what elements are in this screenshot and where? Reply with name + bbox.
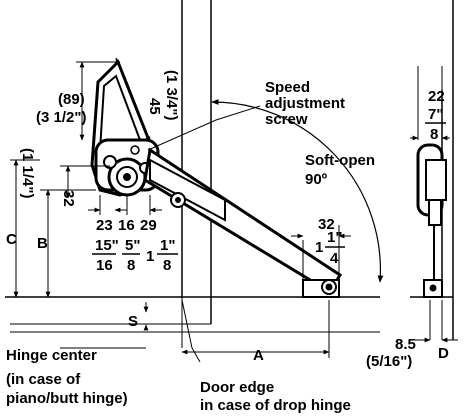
frac-7-8-den: 8: [430, 126, 438, 143]
dim-s: S: [128, 313, 138, 330]
frac-7-8-num: 7": [428, 106, 443, 123]
leader-lines: [60, 105, 261, 363]
dim-16: 16: [118, 217, 135, 234]
hinge-center-label: Hinge center (in case of piano/butt hing…: [6, 347, 128, 407]
dim-29: 29: [140, 217, 157, 234]
dim-a: A: [253, 347, 264, 364]
speed-label-line2: adjustment: [265, 95, 345, 112]
door-edge-label: Door edge in case of drop hinge: [200, 379, 351, 414]
hinge-center-line1: Hinge center: [6, 347, 97, 364]
door-edge-line1: Door edge: [200, 379, 274, 396]
speed-label-line3: screw: [265, 111, 308, 128]
dim-85: 8.5: [395, 336, 416, 353]
dim-b: B: [37, 235, 48, 252]
dimension-labels: C B A S D (89) (3 1/2") 45 (1 3/4") 32 (…: [6, 70, 449, 370]
frac-1-1-4-whole: 1: [315, 239, 323, 256]
dim-45: 45: [146, 98, 163, 115]
fraction-15-16: 15" 16: [92, 237, 119, 274]
dim-23: 23: [96, 217, 113, 234]
dimension-lines: [10, 57, 458, 358]
dim-32-right: 32: [318, 216, 335, 233]
frac-1-1-4-num: 1": [327, 229, 342, 246]
soft-open-line1: Soft-open: [305, 152, 375, 169]
speed-label: Speed adjustment screw: [265, 79, 345, 128]
frac-1-1-8-whole: 1: [146, 248, 154, 265]
hinge-center-line3: piano/butt hinge): [6, 390, 128, 407]
dim-85-in: (5/16"): [366, 353, 412, 370]
soft-open-arc: [211, 99, 384, 283]
soft-open-label: Soft-open 90º: [305, 152, 375, 188]
hinge-center-line2: (in case of: [6, 371, 81, 388]
frac-15-16-den: 16: [96, 257, 113, 274]
speed-label-line1: Speed: [265, 79, 310, 96]
fraction-1-1-4: 1 1" 4: [315, 229, 345, 267]
frac-1-1-8-num: 1": [160, 237, 175, 254]
door-edge-line2: in case of drop hinge: [200, 397, 351, 414]
dim-32-left-in: (1 1/4"): [19, 148, 36, 198]
frac-5-8-den: 8: [127, 257, 135, 274]
dim-89: (89): [58, 91, 85, 108]
dim-32-left: 32: [60, 190, 77, 207]
frac-15-16-num: 15": [95, 237, 119, 254]
frac-5-8-num: 5": [125, 237, 140, 254]
fraction-7-8: 7" 8: [425, 106, 446, 143]
dim-d: D: [438, 345, 449, 362]
dim-c: C: [6, 231, 17, 248]
side-view-hinge: [416, 143, 447, 298]
fraction-5-8: 5" 8: [122, 237, 140, 274]
dim-45-in: (1 3/4"): [163, 70, 180, 120]
soft-open-line2: 90º: [305, 171, 328, 188]
cabinet-structure: [5, 0, 380, 348]
frac-1-1-8-den: 8: [163, 257, 171, 274]
dim-89-in: (3 1/2"): [36, 109, 86, 126]
fraction-1-1-8: 1 1" 8: [146, 237, 178, 274]
dim-22: 22: [428, 88, 445, 105]
frac-1-1-4-den: 4: [330, 250, 339, 267]
